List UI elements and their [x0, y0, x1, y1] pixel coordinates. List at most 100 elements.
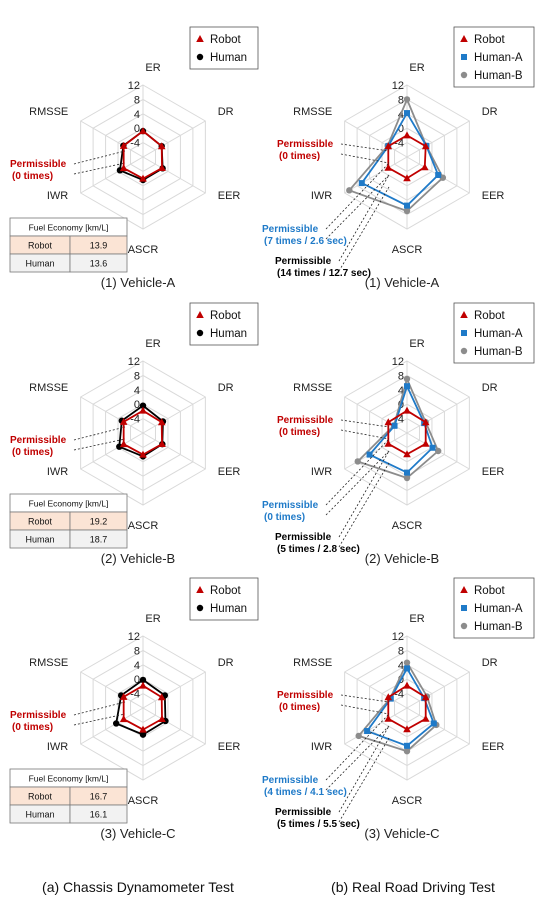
ring-tick-label: 4: [398, 660, 404, 672]
fuel-table-value-cell: [69, 529, 128, 549]
axis-spoke: [80, 396, 144, 434]
human-marker: [355, 732, 362, 740]
ring-tick-label: 12: [392, 631, 404, 643]
human-a-marker: [404, 383, 410, 390]
annotation-pointer: [340, 429, 390, 440]
ring-tick-label: -4: [394, 138, 404, 150]
axis-label-iwr: IWR: [311, 466, 332, 478]
annotation-pointer: [73, 162, 126, 175]
human-marker: [112, 720, 120, 727]
human-marker: [460, 347, 468, 355]
annotation-pointer: [338, 174, 390, 262]
radar-chart-chassis-vehicle-a: -404812ERDREERASCRIWRRMSSERobotHumanPerm…: [9, 26, 259, 290]
axis-label-dr: DR: [482, 382, 498, 394]
permissible-note: (0 times): [12, 447, 53, 458]
permissible-note: (4 times / 4.1 sec): [264, 787, 347, 798]
ring-tick-label: 12: [392, 80, 404, 92]
ring-tick-label: 8: [398, 94, 404, 106]
ring-tick-label: 4: [134, 109, 140, 121]
fuel-table-row-value: 16.7: [90, 792, 108, 802]
ring-tick-label: 4: [134, 385, 140, 397]
robot-marker: [139, 725, 147, 733]
permissible-note: (5 times / 2.8 sec): [277, 544, 360, 555]
axis-spoke: [406, 671, 470, 709]
human-a-marker: [430, 720, 437, 727]
radar-chart-road-vehicle-a: -404812ERDREERASCRIWRRMSSERobotHuman-AHu…: [262, 26, 535, 290]
axis-label-iwr: IWR: [311, 741, 332, 753]
robot-marker: [139, 450, 147, 458]
legend-box: [453, 302, 535, 364]
permissible-note: Permissible: [262, 500, 319, 511]
robot-marker: [119, 715, 128, 723]
axis-spoke: [406, 120, 470, 158]
axis-label-dr: DR: [218, 106, 234, 118]
annotation-pointer: [325, 450, 390, 516]
robot-marker: [403, 406, 411, 414]
robot-marker: [157, 418, 166, 426]
annotation-pointer: [338, 737, 390, 823]
permissible-note: (5 times / 5.5 sec): [277, 819, 360, 830]
axis-spoke: [80, 156, 144, 194]
human-marker: [196, 53, 204, 61]
permissible-note: Permissible: [277, 139, 334, 150]
radar-chart-road-vehicle-c: -404812ERDREERASCRIWRRMSSERobotHuman-AHu…: [262, 577, 535, 841]
permissible-note: Permissible: [10, 710, 67, 721]
human-a-marker: [404, 202, 410, 209]
permissible-note: (0 times): [264, 512, 305, 523]
ring-tick-label: -4: [130, 414, 140, 426]
human-a-marker: [461, 54, 467, 60]
permissible-note: Permissible: [277, 690, 334, 701]
human-marker: [403, 659, 411, 666]
annotation-pointer: [325, 438, 390, 506]
axis-spoke: [142, 432, 206, 470]
axis-spoke: [344, 671, 408, 709]
fuel-table-row-value: 13.9: [90, 241, 108, 251]
robot-marker: [119, 692, 128, 700]
robot-marker: [119, 440, 128, 448]
human-a-marker: [358, 180, 365, 187]
human-a-marker: [429, 444, 436, 451]
legend-label: Human-B: [474, 621, 523, 633]
permissible-note: (14 times / 12.7 sec): [277, 268, 371, 279]
fuel-table-row-label: Human: [25, 535, 54, 545]
human-marker: [403, 207, 411, 215]
robot-marker: [421, 418, 430, 426]
axis-spoke: [142, 156, 206, 194]
legend-label: Robot: [210, 310, 241, 322]
legend-label: Robot: [474, 585, 505, 597]
ring-tick-label: 0: [134, 674, 140, 686]
axis-spoke: [80, 707, 144, 745]
robot-marker: [460, 586, 468, 593]
axis-label-rmsse: RMSSE: [293, 657, 332, 669]
axis-spoke: [406, 396, 470, 434]
human-marker: [346, 187, 353, 194]
legend-label: Human-A: [474, 603, 523, 615]
annotation-pointer: [338, 186, 390, 272]
ring-tick-label: 8: [398, 370, 404, 382]
axis-label-rmsse: RMSSE: [29, 382, 68, 394]
axis-label-er: ER: [409, 338, 424, 350]
fuel-table-value-cell: [69, 804, 128, 824]
legend-label: Robot: [474, 310, 505, 322]
robot-marker: [119, 417, 128, 425]
human-marker: [439, 174, 447, 181]
permissible-note: (0 times): [12, 171, 53, 182]
axis-label-eer: EER: [218, 466, 241, 478]
chart-caption: (1) Vehicle-A: [365, 275, 440, 290]
ring-tick-label: 8: [134, 94, 140, 106]
ring-tick-label: -4: [130, 138, 140, 150]
permissible-note: (0 times): [279, 427, 320, 438]
permissible-note: Permissible: [10, 159, 67, 170]
robot-marker: [420, 163, 429, 171]
axis-label-eer: EER: [482, 466, 505, 478]
ring-tick-label: 8: [134, 370, 140, 382]
permissible-note: Permissible: [262, 224, 319, 235]
permissible-note: Permissible: [275, 532, 332, 543]
legend-box: [189, 302, 259, 346]
annotation-pointer: [325, 174, 390, 240]
axis-label-er: ER: [145, 338, 160, 350]
chart-caption: (3) Vehicle-C: [364, 826, 439, 841]
